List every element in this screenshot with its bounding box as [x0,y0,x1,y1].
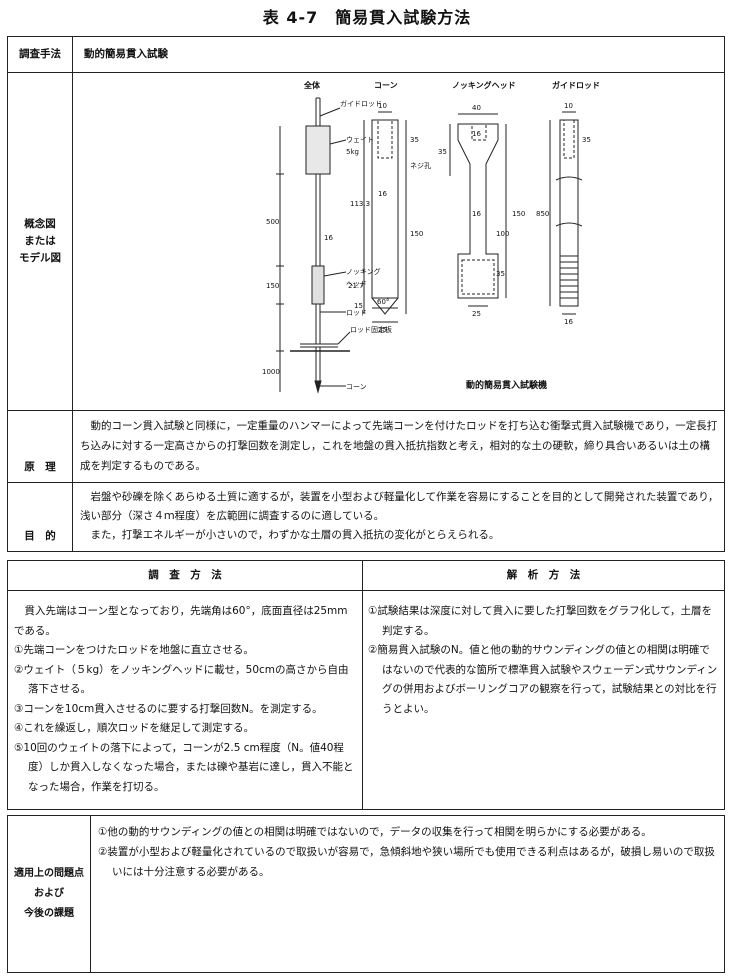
svg-text:ウェイト: ウェイト [346,136,374,144]
svg-text:1000: 1000 [262,368,280,376]
survey-intro: 貫入先端はコーン型となっており，先端角は60°，底面直径は25mmである。 [14,605,348,637]
survey-step: ⑤10回のウェイトの落下によって，コーンが2.5 cm程度（N。値40程度）しか… [14,741,354,793]
method-value: 動的簡易貫入試験 [84,48,168,60]
svg-text:10: 10 [378,102,387,110]
analysis-header: 解 析 方 法 [506,569,581,581]
svg-text:113.3: 113.3 [350,200,370,208]
svg-text:5kg: 5kg [346,148,359,156]
svg-text:ヘッド: ヘッド [346,280,367,288]
svg-text:40: 40 [472,104,481,112]
svg-text:ロッド: ロッド [346,309,367,317]
header-overall: 全体 [303,80,321,90]
svg-text:ネジ孔: ネジ孔 [410,162,431,170]
svg-text:35: 35 [410,136,419,144]
svg-text:ロッド固定板: ロッド固定板 [350,325,392,334]
svg-text:500: 500 [266,218,279,226]
svg-text:25: 25 [378,326,387,334]
svg-text:15: 15 [354,302,363,310]
analysis-body: ①試験結果は深度に対して貫入に要した打撃回数をグラフ化して，土層を判定する。 ②… [368,602,718,719]
header-guide: ガイドロッド [552,80,600,90]
svg-text:10: 10 [564,102,573,110]
svg-text:35: 35 [496,270,505,278]
issue-item: ①他の動的サウンディングの値との相関は明確ではないので，データの収集を行って相関… [98,826,652,838]
issues-table [7,815,725,973]
svg-text:16: 16 [564,318,573,326]
header-knocking: ノッキングヘッド [452,80,516,90]
analysis-items: ①試験結果は深度に対して貫入に要した打撃回数をグラフ化して，土層を判定する。 ②… [368,602,718,719]
purpose-text: 岩盤や砂礫を除くあらゆる土質に適するが，装置を小型および軽量化して作業を容易にす… [80,491,719,541]
concept-label: 概念図 または モデル図 [19,218,61,264]
svg-text:150: 150 [512,210,525,218]
survey-step: ④これを繰返し，順次ロッドを継足して測定する。 [14,722,255,734]
svg-text:25: 25 [472,310,481,318]
principle-text: 動的コーン貫入試験と同様に，一定重量のハンマーによって先端コーンを付けたロッドを… [80,420,718,472]
svg-text:21.7: 21.7 [348,282,364,290]
survey-header: 調 査 方 法 [148,569,222,581]
issue-item: ②装置が小型および軽量化されているので取扱いが容易で，急傾斜地や狭い場所でも使用… [98,846,715,878]
purpose-label: 目 的 [24,530,56,542]
svg-text:コーン: コーン [346,383,367,391]
penetrometer-diagram: 全体 コーン ノッキングヘッド ガイドロッド ガイドロッド ウェイト 5kg ノ… [262,80,600,394]
svg-text:16: 16 [472,210,481,218]
upper-table [7,36,725,552]
svg-text:35: 35 [438,148,447,156]
svg-text:ガイドロッド: ガイドロッド [340,99,382,108]
survey-steps: ①先端コーンをつけたロッドを地盤に直立させる。 ②ウェイト（５kg）をノッキング… [14,641,356,797]
survey-body: 貫入先端はコーン型となっており，先端角は60°，底面直径は25mmである。 ①先… [14,602,356,797]
svg-text:150: 150 [410,230,423,238]
method-table [7,560,725,810]
svg-text:ノッキング: ノッキング [346,267,381,276]
svg-text:150: 150 [266,282,279,290]
issues-body: ①他の動的サウンディングの値との相関は明確ではないので，データの収集を行って相関… [98,822,718,882]
issues-items: ①他の動的サウンディングの値との相関は明確ではないので，データの収集を行って相関… [98,822,718,882]
svg-text:16: 16 [378,190,387,198]
principle-label: 原 理 [24,461,56,473]
method-label: 調査手法 [19,48,61,60]
diagram-caption: 動的簡易貫入試験機 [466,379,547,391]
svg-text:35: 35 [582,136,591,144]
issues-label: 適用上の問題点 および 今後の課題 [14,868,84,919]
svg-text:100: 100 [496,230,509,238]
survey-step: ③コーンを10cm貫入させるのに要する打撃回数N。を測定する。 [14,702,323,715]
svg-text:16: 16 [472,130,481,138]
analysis-item: ②簡易貫入試験のN。値と他の動的サウンディングの値との相関は明確ではないので代表… [368,644,718,715]
svg-text:16: 16 [324,234,333,242]
svg-text:850: 850 [536,210,549,218]
survey-step: ②ウェイト（５kg）をノッキングヘッドに載せ，50cmの高さから自由落下させる。 [14,663,349,696]
survey-step: ①先端コーンをつけたロッドを地盤に直立させる。 [14,644,254,656]
svg-text:60°: 60° [377,298,389,306]
header-cone: コーン [374,81,398,90]
table-title: 表 4-7 簡易貫入試験方法 [262,8,472,27]
analysis-item: ①試験結果は深度に対して貫入に要した打撃回数をグラフ化して，土層を判定する。 [368,605,713,637]
